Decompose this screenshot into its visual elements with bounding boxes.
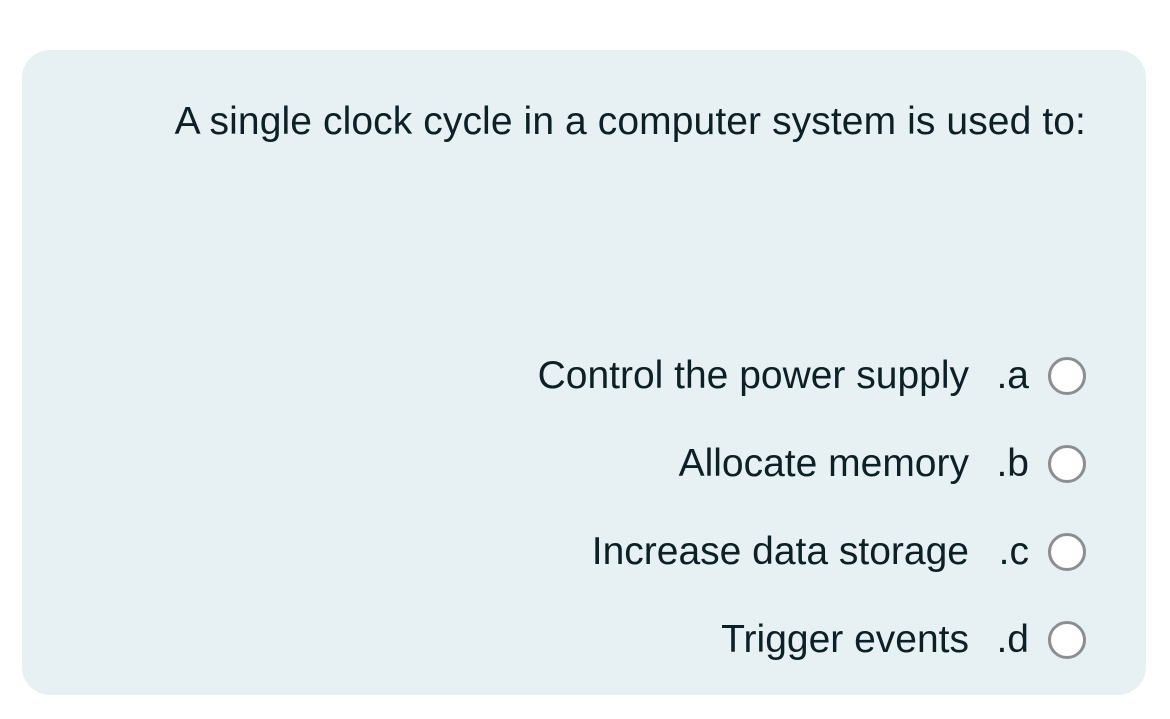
option-letter-b: .b — [996, 442, 1029, 485]
option-row-c[interactable]: .c Increase data storage — [82, 508, 1086, 596]
option-letter-c: .c — [998, 530, 1029, 573]
option-letter-d: .d — [996, 618, 1029, 661]
radio-unselected-icon[interactable] — [1048, 621, 1086, 659]
answer-options-list: .a Control the power supply .b Allocate … — [82, 332, 1086, 684]
question-stem: A single clock cycle in a computer syste… — [82, 90, 1086, 154]
option-row-d[interactable]: .d Trigger events — [82, 596, 1086, 684]
option-row-b[interactable]: .b Allocate memory — [82, 420, 1086, 508]
question-stem-text: A single clock cycle in a computer syste… — [174, 100, 1086, 143]
option-letter-a: .a — [996, 354, 1029, 397]
radio-unselected-icon[interactable] — [1048, 357, 1086, 395]
radio-unselected-icon[interactable] — [1048, 445, 1086, 483]
option-label-a: Control the power supply — [537, 354, 969, 397]
option-label-c: Increase data storage — [591, 530, 969, 573]
option-label-d: Trigger events — [721, 618, 969, 661]
option-row-a[interactable]: .a Control the power supply — [82, 332, 1086, 420]
question-card: A single clock cycle in a computer syste… — [22, 50, 1146, 695]
option-label-b: Allocate memory — [678, 442, 969, 485]
radio-unselected-icon[interactable] — [1048, 533, 1086, 571]
